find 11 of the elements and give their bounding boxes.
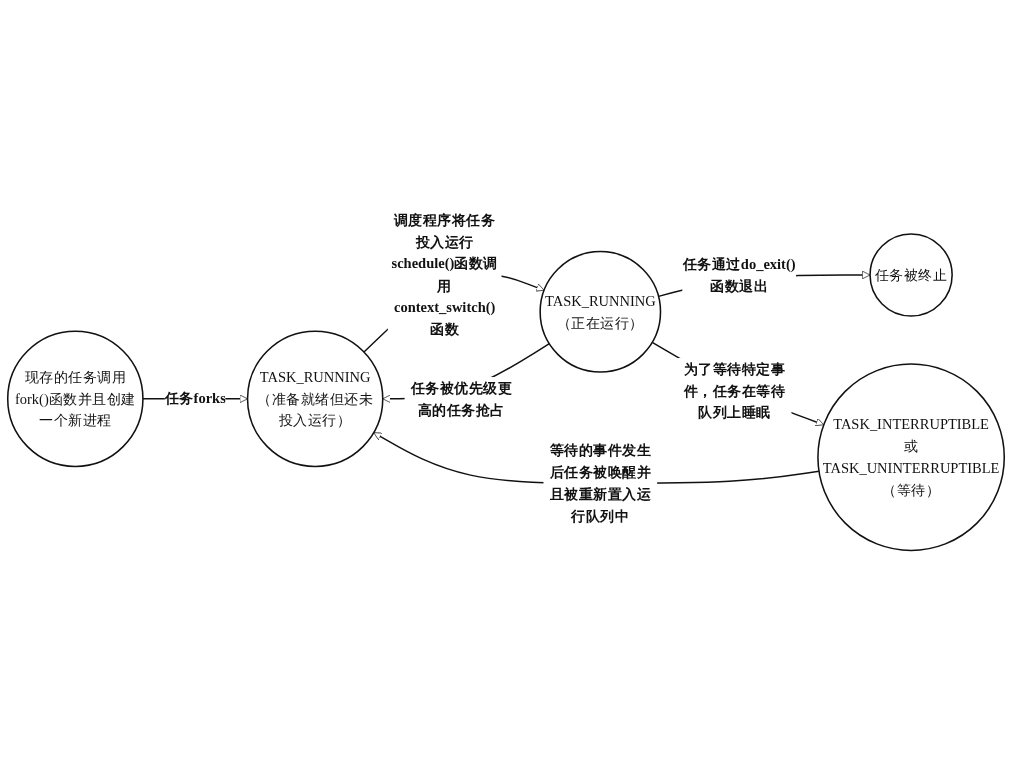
edge-label: 任务通过do_exit()函数退出 — [682, 256, 796, 294]
edge-label: 为了等待特定事件，任务在等待队列上睡眠 — [683, 360, 786, 420]
node-circle: TASK_INTERRUPTIBLE 或 TASK_UNINTERRUPTIBLE （等待） — [817, 363, 1006, 552]
node-circle: TASK_RUNNING （准备就绪但还未投入运行） — [246, 330, 384, 468]
node-circle: 现存的任务调用fork()函数并且创建一个新进程 — [6, 330, 144, 468]
edge-label: 任务forks — [164, 390, 226, 407]
edge-label: 等待的事件发生后任务被唤醒并且被重新置入运行队列中 — [549, 442, 652, 524]
node-circle: TASK_RUNNING （正在运行） — [539, 250, 662, 373]
edge-label: 调度程序将任务投入运行 schedule()函数调用context_switch()函数 — [391, 212, 498, 337]
node-circle: 任务被终止 — [869, 233, 953, 317]
edge-label: 任务被优先级更高的任务抢占 — [410, 379, 513, 418]
